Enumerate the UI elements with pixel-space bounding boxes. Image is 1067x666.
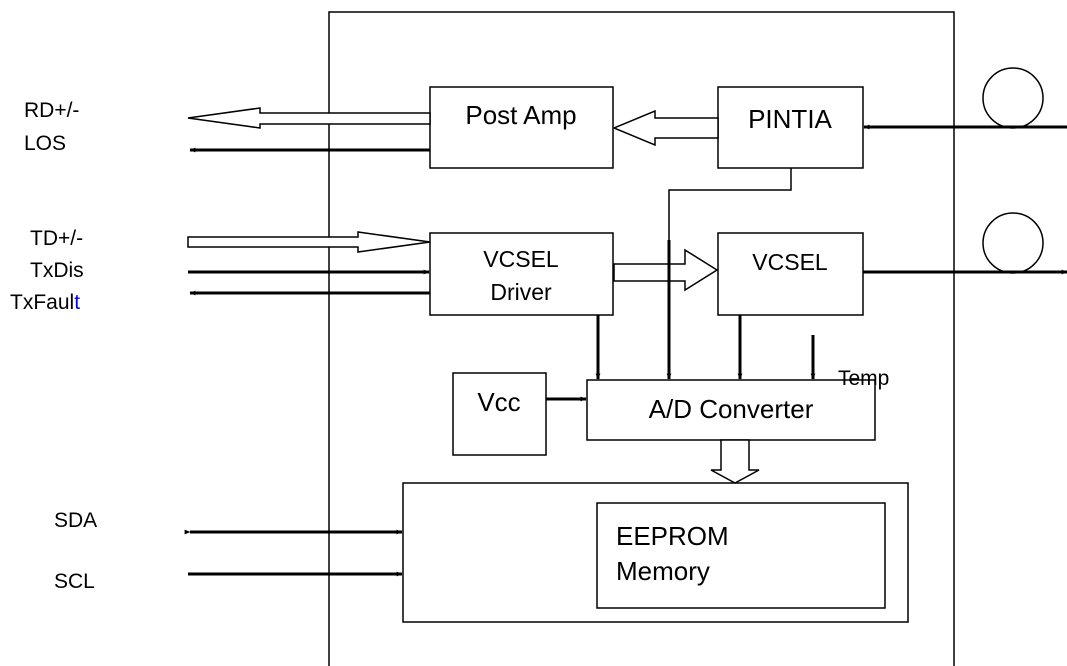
rx-fiber-circle bbox=[982, 67, 1044, 129]
td-input-arrow bbox=[187, 231, 431, 253]
scl-label: SCL bbox=[54, 570, 95, 593]
vcsel-driver-label-line2: Driver bbox=[490, 279, 552, 305]
td-label: TD+/- bbox=[30, 227, 83, 250]
post-amp-label: Post Amp bbox=[465, 100, 576, 130]
vcc-label: Vcc bbox=[477, 387, 520, 417]
driver-to-vcsel-arrow bbox=[613, 248, 719, 292]
rd-label: RD+/- bbox=[24, 99, 79, 122]
vcsel-driver-label-line1: VCSEL bbox=[483, 246, 559, 272]
sda-label: SDA bbox=[54, 509, 97, 532]
rd-output-arrow bbox=[187, 107, 431, 129]
los-label: LOS bbox=[24, 132, 66, 155]
ad-to-memory-arrow bbox=[710, 439, 760, 484]
temp-label: Temp bbox=[838, 367, 889, 390]
post-amp-block bbox=[429, 86, 614, 169]
vcsel-block bbox=[717, 232, 864, 316]
tx-fiber-circle bbox=[982, 212, 1044, 274]
ad-converter-block bbox=[586, 379, 876, 441]
pintia-label: PINTIA bbox=[748, 104, 832, 134]
txfault-label-main: TxFaul bbox=[10, 291, 74, 314]
txfault-label-last: t bbox=[74, 291, 80, 314]
vcsel-driver-block bbox=[429, 232, 614, 316]
txdis-label: TxDis bbox=[30, 259, 84, 282]
txfault-label: TxFault bbox=[10, 291, 80, 314]
vcc-block bbox=[452, 372, 547, 456]
vcsel-label: VCSEL bbox=[752, 249, 828, 275]
eeprom-block bbox=[596, 502, 886, 609]
pintia-monitor-line bbox=[668, 168, 792, 240]
ad-converter-label: A/D Converter bbox=[649, 394, 814, 424]
eeprom-label-line1: EEPROM bbox=[616, 521, 729, 551]
pintia-to-postamp-arrow bbox=[612, 109, 719, 147]
eeprom-label-line2: Memory bbox=[616, 556, 710, 586]
